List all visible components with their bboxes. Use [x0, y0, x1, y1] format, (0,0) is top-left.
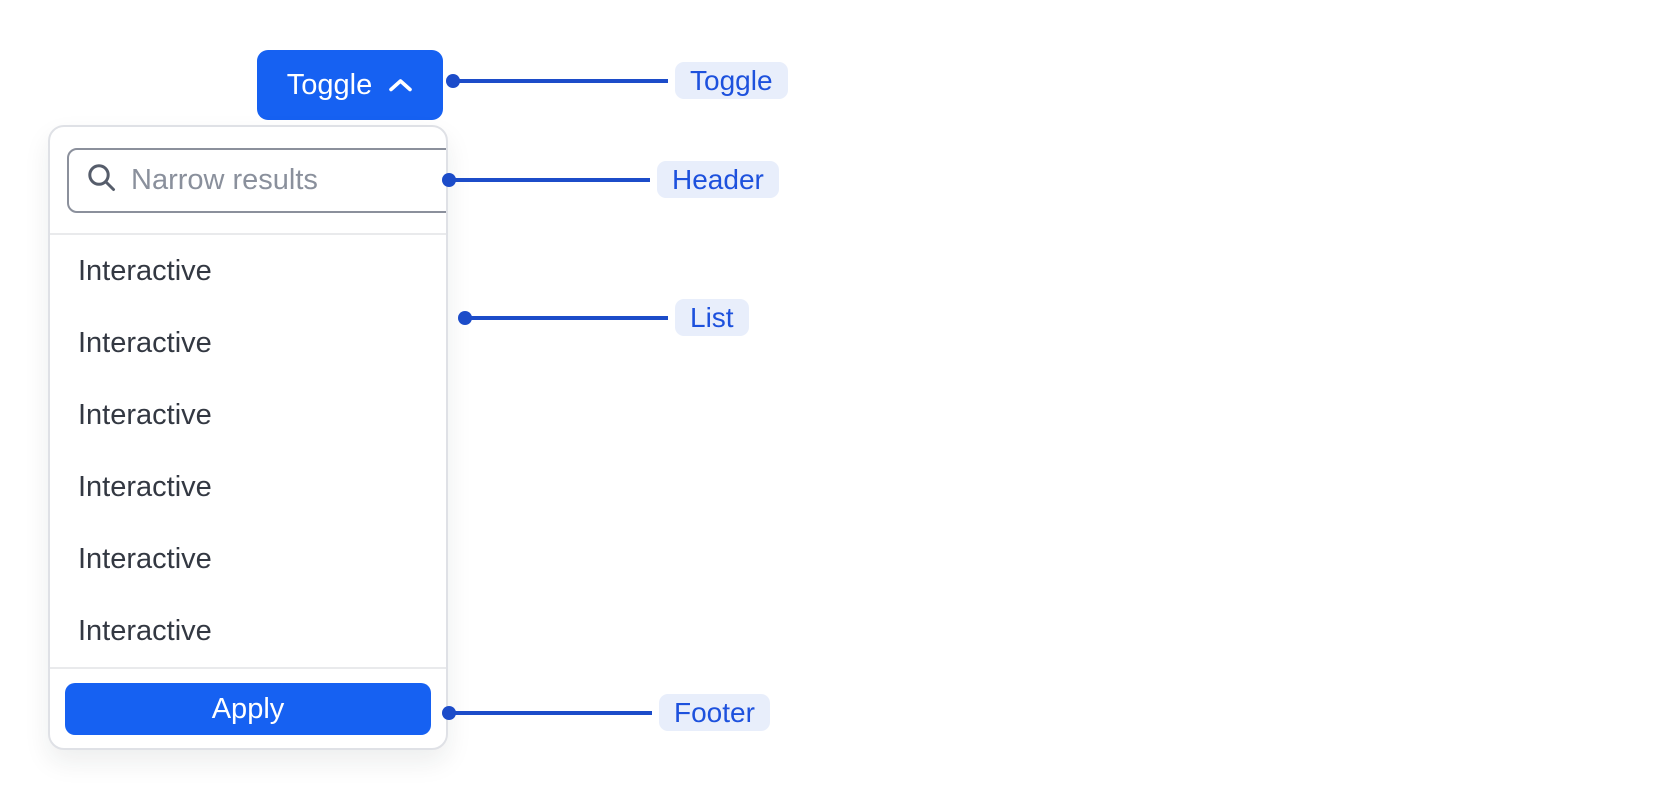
dropdown-list: Interactive Interactive Interactive Inte… — [50, 235, 446, 667]
toggle-button[interactable]: Toggle — [257, 50, 443, 120]
search-box[interactable] — [67, 147, 446, 213]
annotation-footer: Footer — [442, 694, 770, 731]
toggle-button-label: Toggle — [286, 68, 373, 101]
list-item[interactable]: Interactive — [78, 615, 212, 647]
dropdown-footer: Apply — [50, 667, 446, 748]
connector-dot — [446, 73, 460, 88]
list-item[interactable]: Interactive — [78, 543, 212, 575]
list-item[interactable]: Interactive — [78, 255, 212, 287]
search-icon — [86, 162, 117, 198]
connector-dot — [442, 705, 456, 720]
list-item[interactable]: Interactive — [78, 471, 212, 503]
annotation-label-header: Header — [657, 161, 779, 198]
connector-line — [469, 315, 668, 320]
connector-line — [453, 710, 652, 715]
list-item[interactable]: Interactive — [78, 327, 212, 359]
annotation-label-list: List — [675, 299, 749, 336]
annotation-header: Header — [442, 161, 779, 198]
connector-line — [457, 78, 668, 83]
connector-line — [453, 177, 650, 182]
annotation-toggle: Toggle — [446, 62, 788, 99]
search-input[interactable] — [131, 163, 446, 197]
annotation-list: List — [458, 299, 749, 336]
apply-button[interactable]: Apply — [65, 683, 431, 735]
annotation-label-footer: Footer — [659, 694, 770, 731]
chevron-up-icon — [388, 78, 413, 93]
annotation-label-toggle: Toggle — [675, 62, 788, 99]
dropdown-panel: Interactive Interactive Interactive Inte… — [48, 125, 448, 750]
list-item[interactable]: Interactive — [78, 399, 212, 431]
connector-dot — [458, 310, 472, 325]
connector-dot — [442, 172, 456, 187]
dropdown-header — [50, 127, 446, 235]
